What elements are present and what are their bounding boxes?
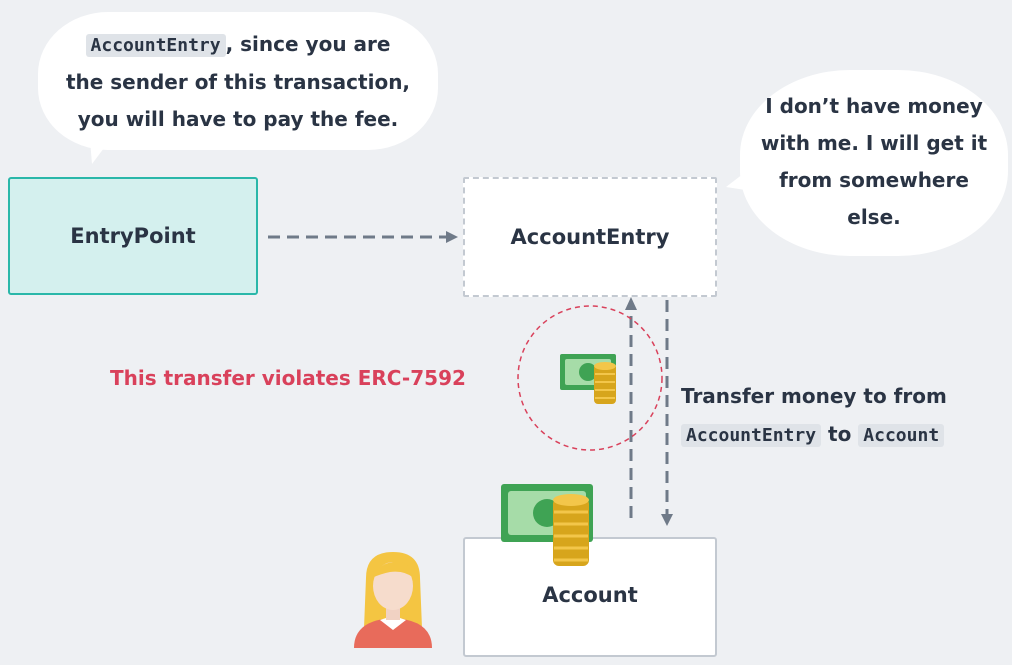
transfer-label-line1: Transfer money to from (681, 377, 947, 415)
person-icon (350, 548, 436, 648)
coins-icon (594, 362, 616, 404)
arrowhead-up (625, 297, 637, 310)
coins-icon-large (553, 494, 589, 566)
code-accountentry-transfer: AccountEntry (681, 424, 821, 447)
money-icon-large (501, 482, 596, 570)
code-account-transfer: Account (858, 424, 944, 447)
arrowhead-down (661, 514, 673, 526)
violation-label: This transfer violates ERC-7592 (110, 366, 466, 390)
transfer-label: Transfer money to from AccountEntry to A… (681, 377, 947, 455)
money-icon (560, 352, 622, 406)
transfer-to-word: to (828, 422, 851, 446)
arrowhead-entrypoint-to-accountentry (446, 231, 458, 243)
account-label: Account (463, 583, 717, 607)
transfer-label-line2: AccountEntry to Account (681, 415, 947, 455)
